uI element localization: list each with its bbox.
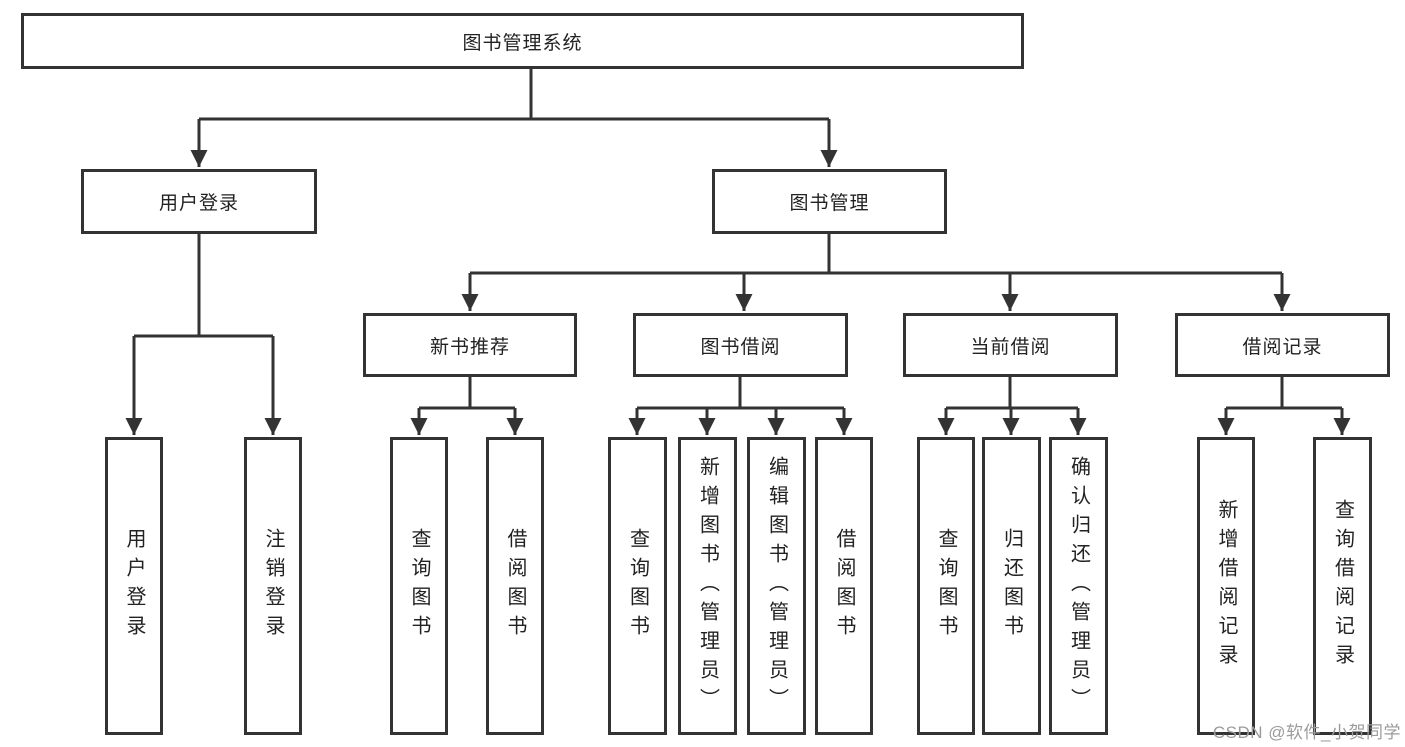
leaf-label: 编辑图书（管理员）	[765, 455, 788, 717]
connector-new-book-recommend-group	[410, 377, 524, 435]
node-leaf-edit-books-admin: 编辑图书（管理员）	[747, 437, 806, 735]
leaf-label: 用户登录	[123, 528, 145, 644]
connector-user-login-group	[125, 234, 282, 435]
connector-root-to-level2	[190, 69, 838, 167]
leaf-label: 借阅图书	[833, 528, 855, 644]
node-leaf-add-books-admin: 新增图书（管理员）	[678, 437, 737, 735]
leaf-label: 确认归还（管理员）	[1067, 455, 1090, 717]
node-leaf-query-books-current: 查询图书	[917, 437, 975, 735]
connector-borrow-records-group	[1217, 377, 1351, 435]
node-borrow-records: 借阅记录	[1175, 313, 1390, 377]
node-new-book-recommend-label: 新书推荐	[429, 336, 510, 358]
leaf-label: 借阅图书	[504, 528, 526, 644]
node-leaf-query-borrow-record: 查询借阅记录	[1313, 437, 1372, 735]
node-leaf-add-borrow-record: 新增借阅记录	[1197, 437, 1255, 735]
node-current-borrow: 当前借阅	[903, 313, 1118, 377]
node-book-management-label: 图书管理	[789, 193, 870, 214]
leaf-label: 新增图书（管理员）	[696, 455, 719, 717]
leaf-label: 新增借阅记录	[1215, 499, 1237, 673]
node-leaf-user-login: 用户登录	[105, 437, 163, 735]
leaf-label: 归还图书	[1000, 528, 1023, 644]
node-leaf-logout: 注销登录	[244, 437, 302, 735]
node-new-book-recommend: 新书推荐	[363, 313, 577, 377]
node-leaf-query-books-recommend: 查询图书	[390, 437, 448, 735]
node-leaf-borrow-books: 借阅图书	[815, 437, 873, 735]
node-book-management: 图书管理	[712, 169, 947, 234]
connector-book-borrow-group	[628, 377, 853, 435]
leaf-label: 查询图书	[935, 528, 957, 644]
leaf-label: 注销登录	[262, 528, 284, 644]
node-current-borrow-label: 当前借阅	[970, 336, 1051, 358]
node-leaf-confirm-return-admin: 确认归还（管理员）	[1049, 437, 1108, 735]
node-user-login-label: 用户登录	[158, 193, 239, 214]
leaf-label: 查询图书	[626, 528, 649, 644]
leaf-label: 查询借阅记录	[1331, 499, 1354, 673]
watermark: CSDN @软件_小贺同学	[1212, 723, 1401, 742]
node-leaf-query-books-borrow: 查询图书	[608, 437, 667, 735]
node-book-borrow-label: 图书借阅	[700, 336, 781, 358]
connector-current-borrow-group	[937, 377, 1087, 435]
node-book-borrow: 图书借阅	[633, 313, 848, 377]
node-root-system: 图书管理系统	[21, 13, 1024, 69]
node-user-login: 用户登录	[81, 169, 317, 234]
node-leaf-borrow-books-recommend: 借阅图书	[486, 437, 544, 735]
connector-book-management-to-level3	[461, 234, 1291, 311]
node-leaf-return-books: 归还图书	[982, 437, 1041, 735]
leaf-label: 查询图书	[408, 528, 430, 644]
node-root-label: 图书管理系统	[462, 32, 583, 54]
node-borrow-records-label: 借阅记录	[1242, 336, 1323, 358]
